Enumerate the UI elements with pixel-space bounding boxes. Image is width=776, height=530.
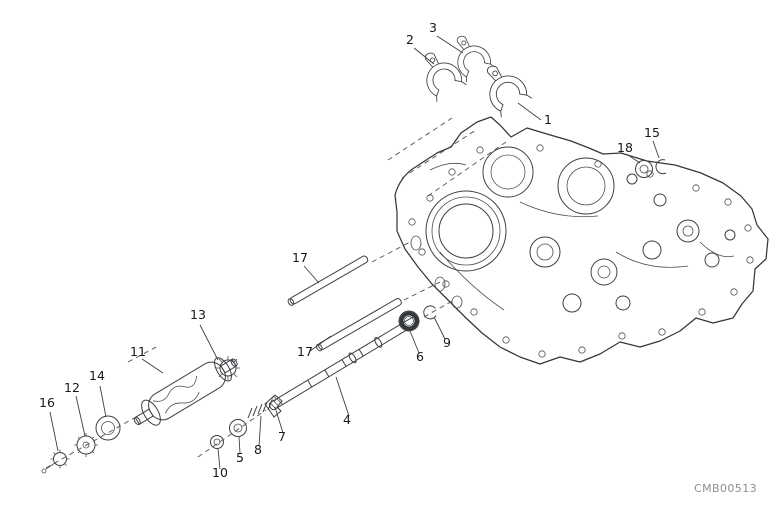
fork-shaft-lower-17: [316, 298, 402, 352]
callout-11: 11: [130, 344, 146, 359]
callouts: 1 2 3 4 5 6 7 8 9 10 11 12 13 14 15 16 1…: [39, 20, 660, 480]
callout-18: 18: [617, 140, 633, 155]
callout-15: 15: [644, 125, 660, 140]
leader-lines: [49, 35, 660, 470]
callout-17-upper: 17: [292, 250, 308, 265]
callout-16: 16: [39, 395, 55, 410]
splined-pin-part-16: [41, 449, 70, 474]
callout-8: 8: [254, 442, 262, 457]
circlip-part-9: [423, 305, 437, 320]
figure-code: CMB00513: [694, 482, 757, 495]
callout-9: 9: [443, 335, 451, 350]
callout-14: 14: [89, 368, 105, 383]
washer-part-18: [635, 160, 653, 178]
callout-2: 2: [406, 32, 414, 47]
shift-fork-part-2: [413, 44, 468, 103]
callout-13: 13: [190, 307, 206, 322]
bearing-part-14: [95, 415, 121, 441]
callout-5: 5: [236, 450, 244, 465]
washer-part-10: [210, 435, 224, 449]
drum-index-star: [216, 356, 240, 380]
callout-4: 4: [343, 412, 351, 427]
assembly-axis-lines: [45, 117, 507, 469]
callout-12: 12: [64, 380, 80, 395]
crankcase-drawing: [394, 116, 769, 365]
bearing-part-6: [398, 310, 420, 332]
callout-17-lower: 17: [297, 344, 313, 359]
callout-10: 10: [212, 465, 228, 480]
callout-6: 6: [416, 349, 424, 364]
bush-part-5: [229, 419, 247, 437]
callout-1: 1: [544, 112, 552, 127]
shift-fork-part-1: [474, 56, 533, 118]
spring-part-8: [247, 399, 273, 419]
callout-7: 7: [278, 429, 286, 444]
fork-shaft-upper-17: [287, 255, 369, 306]
selector-drum-13: [133, 357, 238, 426]
circlip-part-15: [655, 159, 667, 175]
gear-part-12: [74, 433, 98, 457]
selector-claw-part-7: [264, 394, 283, 418]
callout-3: 3: [429, 20, 437, 35]
